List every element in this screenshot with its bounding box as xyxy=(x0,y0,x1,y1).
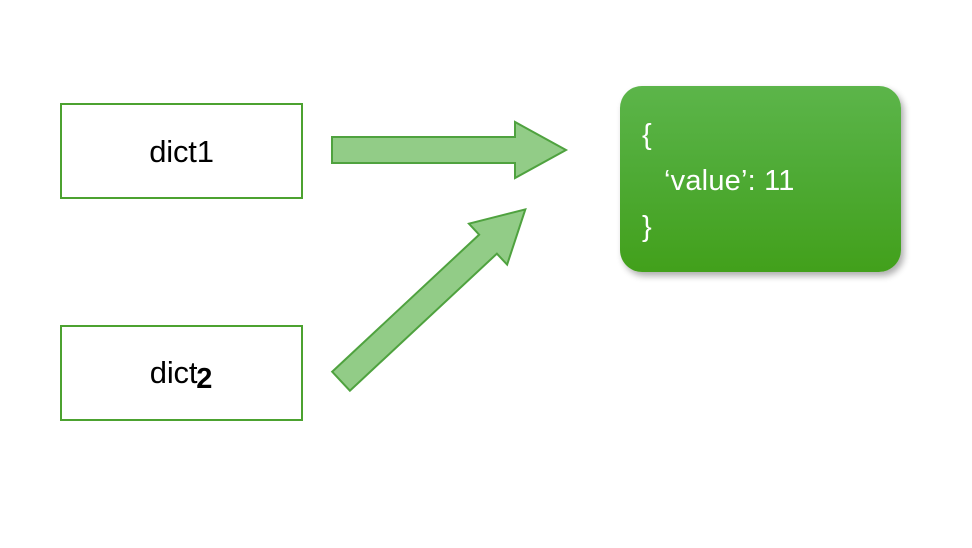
node-dict2-label-head: dict xyxy=(149,355,198,390)
arrow-dict2-to-object-shape xyxy=(330,207,527,393)
value-card-entry: ‘value’: 11 xyxy=(664,165,795,197)
node-dict1-label: dict1 xyxy=(149,133,214,169)
arrow-dict2-to-object-rotation xyxy=(330,207,527,393)
value-card-open-brace: { xyxy=(642,119,652,151)
node-dict2-label-tail: 2 xyxy=(196,363,213,395)
arrow-dict1-to-object-shape xyxy=(331,120,569,180)
node-dict2[interactable]: dict2 xyxy=(60,325,303,421)
node-dict2-label: dict2 xyxy=(149,355,213,394)
arrow-dict2-to-object xyxy=(330,207,527,393)
node-dict1[interactable]: dict1 xyxy=(60,103,303,199)
value-card-shared-object[interactable]: { ‘value’: 11 } xyxy=(620,86,901,272)
value-card-close-brace: } xyxy=(642,211,652,243)
arrow-dict1-to-object xyxy=(331,120,569,180)
